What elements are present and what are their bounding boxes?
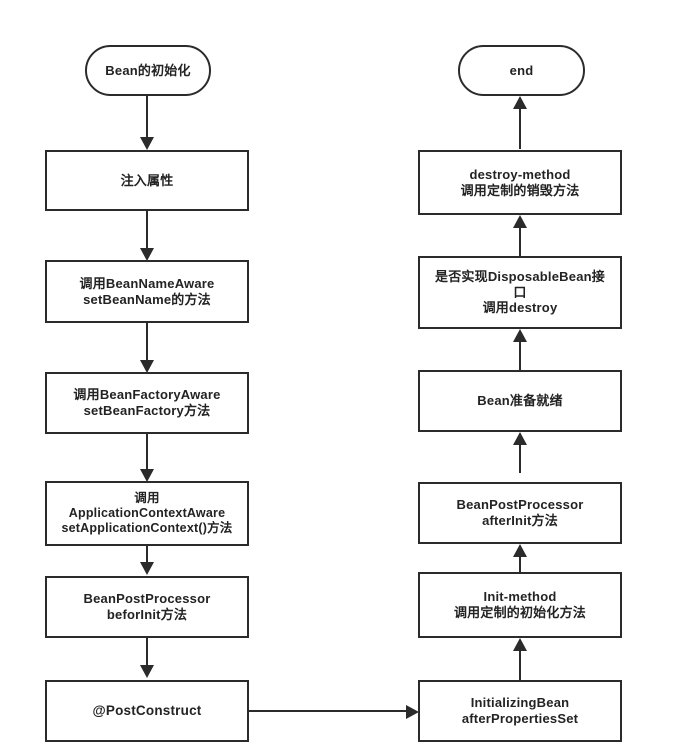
connector-initializingbean-to-initmethod xyxy=(519,651,521,680)
arrowhead-beanready-to-disposablebean xyxy=(513,329,527,342)
arrowhead-bpp-before-to-postconstruct xyxy=(140,665,154,678)
node-bean-post-processor-after-init-label: BeanPostProcessor afterInit方法 xyxy=(456,497,584,528)
node-bean-post-processor-before-init: BeanPostProcessor beforInit方法 xyxy=(45,576,249,638)
arrowhead-disposablebean-to-destroymethod xyxy=(513,215,527,228)
node-init-method-label: Init-method 调用定制的初始化方法 xyxy=(453,589,586,620)
arrowhead-beanfactoryaware-to-appcontextaware xyxy=(140,469,154,482)
node-bean-post-processor-before-init-label: BeanPostProcessor beforInit方法 xyxy=(83,591,211,622)
node-init-method: Init-method 调用定制的初始化方法 xyxy=(418,572,622,638)
node-post-construct-label: @PostConstruct xyxy=(92,702,202,718)
node-start-bean-init: Bean的初始化 xyxy=(85,45,211,96)
connector-postconstruct-to-initializingbean xyxy=(249,710,409,712)
node-bean-factory-aware: 调用BeanFactoryAware setBeanFactory方法 xyxy=(45,372,249,434)
node-bean-ready: Bean准备就绪 xyxy=(418,370,622,432)
node-application-context-aware: 调用 ApplicationContextAware setApplicatio… xyxy=(45,481,249,546)
arrowhead-start-to-inject xyxy=(140,137,154,150)
connector-initmethod-to-bpp-after xyxy=(519,557,521,575)
connector-beanfactoryaware-to-appcontextaware xyxy=(146,434,148,470)
node-bean-name-aware-label: 调用BeanNameAware setBeanName的方法 xyxy=(79,275,215,307)
arrowhead-appcontextaware-to-bpp-before xyxy=(140,562,154,575)
node-end-label: end xyxy=(509,62,534,78)
node-inject-properties-label: 注入属性 xyxy=(120,172,174,188)
connector-destroymethod-to-end xyxy=(519,109,521,149)
node-post-construct: @PostConstruct xyxy=(45,680,249,742)
connector-disposablebean-to-destroymethod xyxy=(519,228,521,256)
node-bean-factory-aware-label: 调用BeanFactoryAware setBeanFactory方法 xyxy=(73,387,221,418)
connector-beanready-to-disposablebean xyxy=(519,342,521,370)
connector-bpp-before-to-postconstruct xyxy=(146,638,148,666)
node-destroy-method-label: destroy-method 调用定制的销毁方法 xyxy=(460,166,580,198)
connector-bpp-after-to-beanready-line xyxy=(519,445,521,473)
node-bean-post-processor-after-init: BeanPostProcessor afterInit方法 xyxy=(418,482,622,544)
connector-beannameaware-to-beanfactoryaware xyxy=(146,323,148,361)
node-disposable-bean: 是否实现DisposableBean接 口 调用destroy xyxy=(418,256,622,329)
arrowhead-beannameaware-to-beanfactoryaware xyxy=(140,360,154,373)
connector-inject-to-beannameaware xyxy=(146,211,148,249)
node-initializing-bean: InitializingBean afterPropertiesSet xyxy=(418,680,622,742)
node-bean-ready-label: Bean准备就绪 xyxy=(477,393,563,409)
arrowhead-inject-to-beannameaware xyxy=(140,248,154,261)
connector-appcontextaware-to-bpp-before xyxy=(146,546,148,564)
connector-start-to-inject xyxy=(146,96,148,138)
node-initializing-bean-label: InitializingBean afterPropertiesSet xyxy=(461,695,579,726)
arrowhead-postconstruct-to-initializingbean xyxy=(406,705,419,719)
arrowhead-initmethod-to-bpp-after xyxy=(513,544,527,557)
arrowhead-destroymethod-to-end xyxy=(513,96,527,109)
node-start-bean-init-label: Bean的初始化 xyxy=(105,62,191,78)
node-inject-properties: 注入属性 xyxy=(45,150,249,211)
node-disposable-bean-label: 是否实现DisposableBean接 口 调用destroy xyxy=(435,268,605,316)
node-destroy-method: destroy-method 调用定制的销毁方法 xyxy=(418,150,622,215)
arrowhead-bpp-after-to-beanready xyxy=(513,432,527,445)
node-end: end xyxy=(458,45,585,96)
arrowhead-initializingbean-to-initmethod xyxy=(513,638,527,651)
node-application-context-aware-label: 调用 ApplicationContextAware setApplicatio… xyxy=(61,490,233,536)
node-bean-name-aware: 调用BeanNameAware setBeanName的方法 xyxy=(45,260,249,323)
